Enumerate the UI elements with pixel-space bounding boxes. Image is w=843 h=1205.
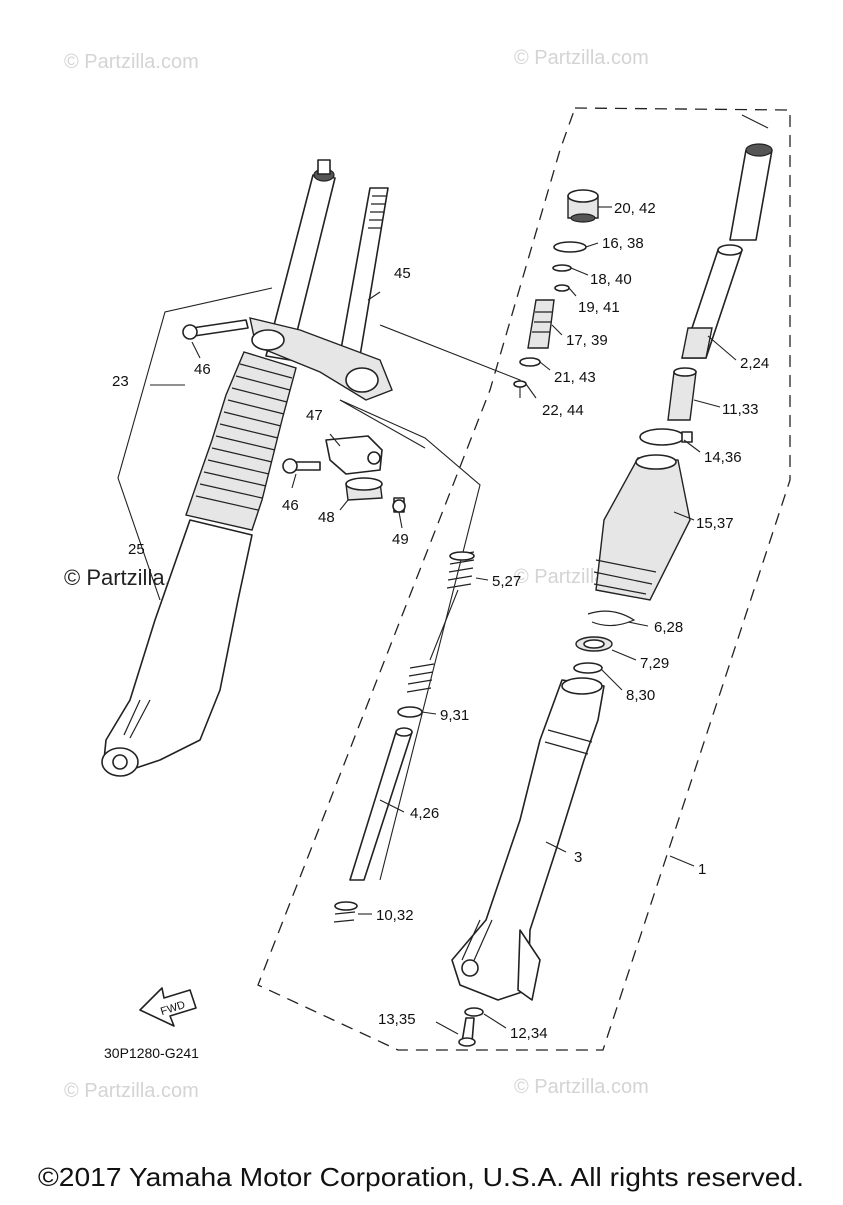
callout-1: 1	[698, 861, 706, 878]
callout-45: 45	[394, 265, 411, 282]
callout-17-39: 17, 39	[566, 332, 608, 349]
callout-19-41: 19, 41	[578, 299, 620, 316]
callout-23: 23	[112, 373, 129, 390]
callout-labels: 1 2,24 3 4,26 5,27 6,28 7,29 8,30 9,31 1…	[112, 200, 769, 1042]
callout-11-33: 11,33	[722, 401, 758, 418]
callout-47: 47	[306, 407, 323, 424]
callout-16-38: 16, 38	[602, 235, 644, 252]
copyright-notice: ©2017 Yamaha Motor Corporation, U.S.A. A…	[38, 1162, 804, 1192]
watermark-top-right: © Partzilla.com	[514, 47, 649, 69]
callout-10-32: 10,32	[376, 907, 414, 924]
brake-hose-guide	[282, 435, 406, 513]
forward-direction-arrow: FWD	[139, 987, 197, 1027]
leader-lines	[291, 114, 769, 1035]
assembled-front-fork	[101, 159, 393, 777]
outer-tube-item-3	[451, 679, 605, 1001]
callout-46-lower: 46	[282, 497, 299, 514]
fork-bellows	[185, 351, 297, 531]
callout-8-30: 8,30	[626, 687, 655, 704]
callout-6-28: 6,28	[654, 619, 683, 636]
callout-14-36: 14,36	[704, 449, 742, 466]
callout-2-24: 2,24	[740, 355, 769, 372]
callout-22-44: 22, 44	[542, 402, 584, 419]
callout-4-26: 4,26	[410, 805, 439, 822]
callout-46-upper: 46	[194, 361, 211, 378]
callout-21-43: 21, 43	[554, 369, 596, 386]
diagram-code: 30P1280-G241	[104, 1045, 199, 1061]
callout-3: 3	[574, 849, 582, 866]
callout-9-31: 9,31	[440, 707, 469, 724]
exploded-outer-parts	[451, 143, 773, 1047]
callout-12-34: 12,34	[510, 1025, 548, 1042]
callout-20-42: 20, 42	[614, 200, 656, 217]
exploded-damper-parts	[333, 189, 599, 923]
callout-7-29: 7,29	[640, 655, 669, 672]
callout-48: 48	[318, 509, 335, 526]
leader-45	[367, 291, 381, 301]
callout-15-37: 15,37	[696, 515, 734, 532]
callout-13-35: 13,35	[378, 1011, 416, 1028]
watermark-top-left: © Partzilla.com	[64, 51, 199, 73]
callout-18-40: 18, 40	[590, 271, 632, 288]
watermark-bottom-right: © Partzilla.com	[514, 1076, 649, 1098]
callout-49: 49	[392, 531, 409, 548]
callout-25: 25	[128, 541, 145, 558]
item-1-group-boundary	[257, 107, 791, 1051]
callout-5-27: 5,27	[492, 573, 521, 590]
fork-outer-tube	[103, 519, 253, 771]
watermark-bottom-left: © Partzilla.com	[64, 1080, 199, 1102]
leader-23-bracket	[117, 287, 273, 601]
